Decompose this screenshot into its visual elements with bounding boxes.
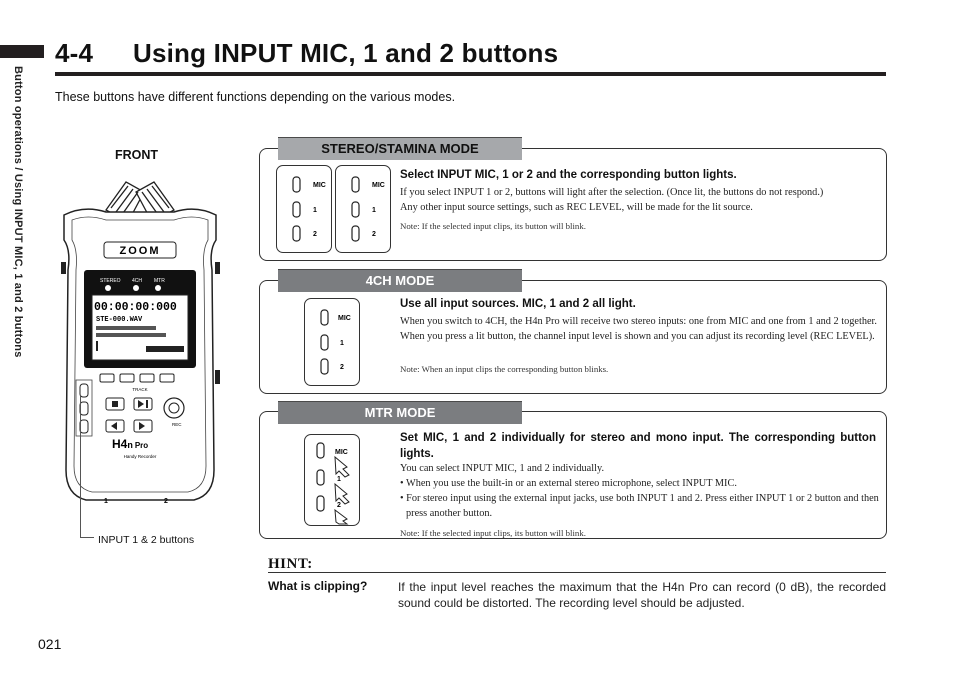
screen-filename: STE-000.WAV bbox=[96, 316, 143, 324]
input-buttons-pressed-icon: MIC 1 2 bbox=[316, 442, 350, 525]
callout-line-horizontal bbox=[80, 537, 94, 538]
svg-text:2: 2 bbox=[340, 364, 344, 371]
svg-text:1: 1 bbox=[340, 340, 344, 347]
input-buttons-icon: MIC 1 2 bbox=[292, 176, 326, 242]
input-button-panel-1: MIC 1 2 bbox=[276, 165, 332, 253]
stereo-heading: Select INPUT MIC, 1 or 2 and the corresp… bbox=[400, 169, 737, 181]
svg-text:1: 1 bbox=[372, 207, 376, 214]
stereo-mode-header: STEREO/STAMINA MODE bbox=[278, 137, 522, 160]
hint-question: What is clipping? bbox=[268, 579, 368, 593]
input-buttons bbox=[79, 383, 89, 434]
svg-text:2: 2 bbox=[337, 502, 341, 509]
callout-input-buttons: INPUT 1 & 2 buttons bbox=[98, 534, 195, 546]
mtr-body-3: • For stereo input using the external in… bbox=[400, 493, 879, 519]
stereo-note: Note: If the selected input clips, its b… bbox=[400, 221, 586, 231]
track-label: TRACK bbox=[132, 387, 147, 392]
rec-label: REC bbox=[172, 422, 182, 427]
input-button-panel-4: MIC 1 2 bbox=[304, 434, 360, 526]
page-title: 4-4 Using INPUT MIC, 1 and 2 buttons bbox=[55, 38, 558, 69]
title-text: Using INPUT MIC, 1 and 2 buttons bbox=[133, 38, 559, 68]
mode-label-mtr: MTR bbox=[154, 278, 165, 284]
stereo-body-2: Any other input source settings, such as… bbox=[400, 202, 753, 213]
4ch-heading: Use all input sources. MIC, 1 and 2 all … bbox=[400, 298, 636, 310]
page-number: 021 bbox=[38, 636, 62, 652]
mode-label-4ch: 4CH bbox=[132, 278, 142, 284]
svg-text:MIC: MIC bbox=[313, 182, 326, 189]
mode-label-stereo: STEREO bbox=[100, 278, 121, 284]
input-1-label: 1 bbox=[104, 498, 108, 505]
input-button-panel-3: MIC 1 2 bbox=[304, 298, 360, 386]
svg-text:MIC: MIC bbox=[338, 315, 351, 322]
4ch-mode-header: 4CH MODE bbox=[278, 269, 522, 292]
mtr-mode-box bbox=[259, 411, 887, 539]
4ch-mode-box bbox=[259, 280, 887, 394]
pointer-hand-icon bbox=[334, 455, 350, 525]
h4n-pro-front-illustration: ZOOM STEREO 4CH MTR 00:00:00:000 STE-000… bbox=[61, 181, 220, 505]
mtr-body-1: You can select INPUT MIC, 1 and 2 indivi… bbox=[400, 463, 605, 474]
stereo-body-1: If you select INPUT 1 or 2, buttons will… bbox=[400, 187, 824, 198]
svg-text:MIC: MIC bbox=[335, 449, 348, 456]
side-section-label: Button operations / Using INPUT MIC, 1 a… bbox=[12, 66, 24, 358]
mtr-mode-header: MTR MODE bbox=[278, 401, 522, 424]
input-2-label: 2 bbox=[164, 498, 168, 505]
front-label: FRONT bbox=[115, 148, 159, 162]
intro-text: These buttons have different functions d… bbox=[55, 90, 456, 104]
tagline: Handy Recorder bbox=[124, 454, 157, 459]
4ch-note: Note: When an input clips the correspond… bbox=[400, 364, 609, 374]
input-buttons-icon: MIC 1 2 bbox=[351, 176, 385, 242]
input-buttons-icon: MIC 1 2 bbox=[320, 309, 351, 375]
svg-text:2: 2 bbox=[313, 231, 317, 238]
mtr-note: Note: If the selected input clips, its b… bbox=[400, 528, 586, 538]
mtr-heading: Set MIC, 1 and 2 individually for stereo… bbox=[400, 432, 876, 460]
section-tab-marker bbox=[0, 45, 44, 58]
screen-time: 00:00:00:000 bbox=[94, 301, 177, 314]
mtr-body-2: • When you use the built-in or an extern… bbox=[400, 478, 737, 489]
hint-rule bbox=[268, 572, 886, 573]
4ch-body: When you switch to 4CH, the H4n Pro will… bbox=[400, 316, 877, 342]
svg-text:1: 1 bbox=[313, 207, 317, 214]
title-number: 4-4 bbox=[55, 38, 94, 68]
svg-text:1: 1 bbox=[337, 476, 341, 483]
brand-logo: ZOOM bbox=[120, 245, 161, 257]
title-rule bbox=[55, 72, 886, 76]
hint-label: HINT: bbox=[268, 556, 313, 572]
callout-line bbox=[80, 395, 81, 537]
hint-answer: If the input level reaches the maximum t… bbox=[398, 580, 886, 610]
svg-text:2: 2 bbox=[372, 231, 376, 238]
input-button-panel-2: MIC 1 2 bbox=[335, 165, 391, 253]
svg-text:MIC: MIC bbox=[372, 182, 385, 189]
